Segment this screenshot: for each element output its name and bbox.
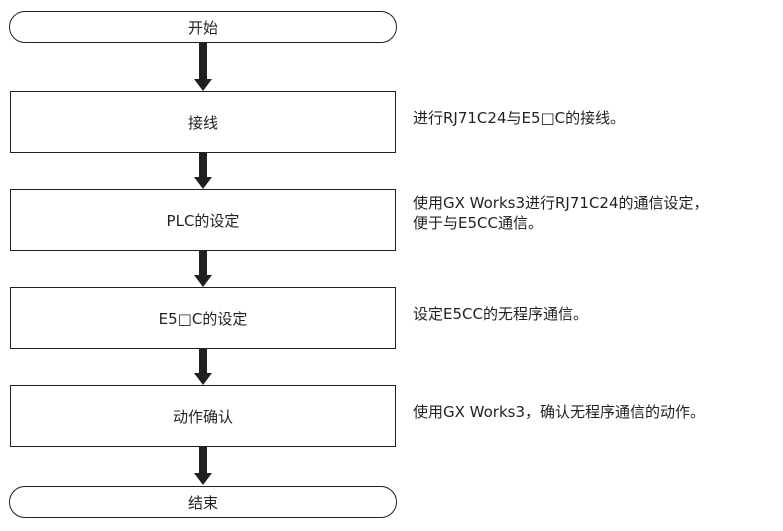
- step-wiring: 接线: [10, 91, 396, 153]
- note-plc-setup-line-2: 便于与E5CC通信。: [413, 214, 543, 232]
- step-operation-check-label: 动作确认: [172, 407, 233, 426]
- flow-arrow-1: [194, 43, 212, 91]
- start-terminal: 开始: [9, 11, 397, 43]
- note-wiring: 进行RJ71C24与E5□C的接线。: [413, 108, 625, 128]
- flow-arrow-4: [194, 349, 212, 385]
- flow-arrow-3: [194, 251, 212, 287]
- note-e5c-setup-line-1: 设定E5CC的无程序通信。: [413, 305, 588, 323]
- note-e5c-setup: 设定E5CC的无程序通信。: [413, 304, 588, 324]
- flow-arrow-5: [194, 447, 212, 485]
- step-operation-check: 动作确认: [10, 385, 396, 447]
- note-operation-check-line-1: 使用GX Works3，确认无程序通信的动作。: [413, 403, 706, 421]
- step-plc-setup: PLC的设定: [10, 189, 396, 251]
- step-e5c-setup: E5□C的设定: [10, 287, 396, 349]
- step-e5c-setup-label: E5□C的设定: [158, 309, 248, 328]
- note-plc-setup-line-1: 使用GX Works3进行RJ71C24的通信设定，: [413, 194, 709, 212]
- note-wiring-line-1: 进行RJ71C24与E5□C的接线。: [413, 109, 626, 127]
- step-plc-setup-label: PLC的设定: [166, 211, 240, 230]
- start-label: 开始: [187, 18, 218, 37]
- end-label: 结束: [187, 493, 218, 512]
- end-terminal: 结束: [9, 486, 397, 518]
- step-wiring-label: 接线: [187, 113, 218, 132]
- note-plc-setup: 使用GX Works3进行RJ71C24的通信设定， 便于与E5CC通信。: [413, 193, 709, 233]
- note-operation-check: 使用GX Works3，确认无程序通信的动作。: [413, 402, 705, 422]
- flow-arrow-2: [194, 153, 212, 189]
